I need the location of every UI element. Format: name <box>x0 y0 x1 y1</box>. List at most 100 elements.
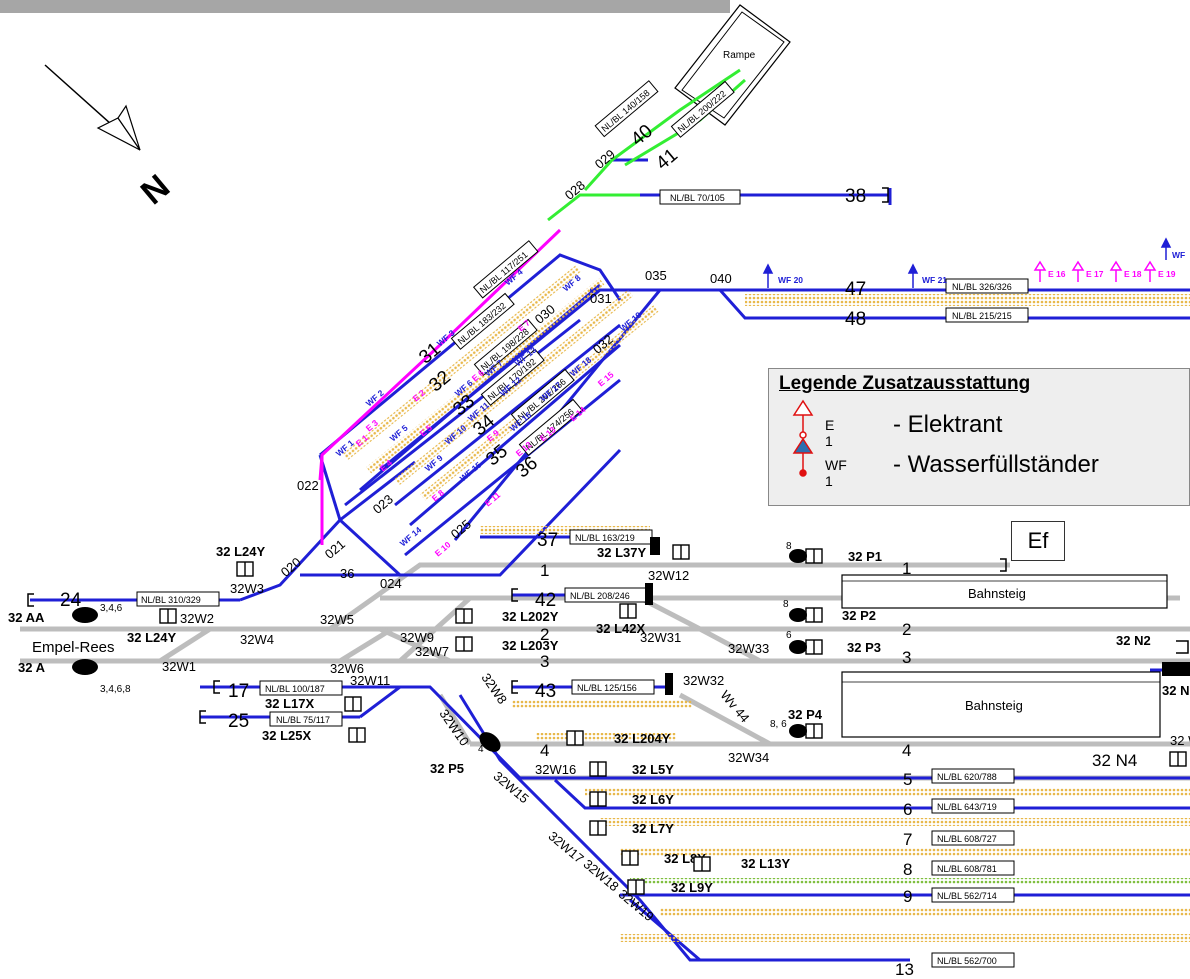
e-marker-icons <box>1033 260 1157 282</box>
signal-label: 32 AA <box>8 610 45 625</box>
signal-head-icon <box>455 636 473 652</box>
signal-head-icon <box>805 548 823 564</box>
signal-label: 32 L13Y <box>741 856 790 871</box>
signal-label: 8 <box>783 599 789 610</box>
north-arrow-icon <box>44 64 141 151</box>
hatch-areas <box>342 265 1190 942</box>
track-number: 5 <box>903 770 912 789</box>
signal-label: 32 L24Y <box>216 544 265 559</box>
equipment-label: E 11 <box>483 490 503 509</box>
capacity-label: NL/BL 125/156 <box>577 683 637 693</box>
equipment-label: WF 20 <box>778 275 803 285</box>
signal-label: 32 N <box>1162 683 1189 698</box>
signal-head-icon <box>693 856 711 872</box>
switch-label: 32W3 <box>230 581 264 596</box>
track-number: 2 <box>902 620 911 639</box>
track-number: 38 <box>845 186 866 207</box>
signal-label: 32 L202Y <box>502 609 559 624</box>
switch-label: 024 <box>380 576 402 591</box>
track-number: 8 <box>903 860 912 879</box>
switch-label: 028 <box>562 177 588 202</box>
switch-label: 021 <box>322 536 348 561</box>
signal-head-icon <box>627 879 645 895</box>
track-number: 47 <box>845 279 866 300</box>
track-number: 2 <box>540 625 549 644</box>
wasserfuellstaender-icon <box>792 437 814 477</box>
signal-head-icon <box>344 696 362 712</box>
capacity-label: NL/BL 100/187 <box>265 684 325 694</box>
signal-label: 32 L5Y <box>632 762 674 777</box>
switch-label: 32W34 <box>728 750 769 765</box>
switch-label: 32W9 <box>400 630 434 645</box>
shunt-signal-icon <box>72 659 98 675</box>
signal-block-icon <box>645 583 653 605</box>
signal-label: 32 P3 <box>847 640 881 655</box>
capacity-label: NL/BL 608/781 <box>937 864 997 874</box>
signal-head-icon <box>589 761 607 777</box>
switch-label: 32W4 <box>240 632 274 647</box>
equipment-label: E 18 <box>1124 269 1142 279</box>
signal-head-icon <box>619 603 637 619</box>
equipment-label: E 10 <box>433 539 453 558</box>
signal-labels: 32 L24Y 32 L37Y 32 P1 32 P2 32 P3 32 P4 … <box>8 541 1190 895</box>
capacity-label: NL/BL 215/215 <box>952 311 1012 321</box>
signal-label: 32 L37Y <box>597 545 646 560</box>
equipment-label: E 16 <box>1048 269 1066 279</box>
signal-head-icon <box>566 730 584 746</box>
switch-label: 36 <box>340 566 354 581</box>
signal-label: 4 <box>478 744 484 755</box>
signal-block-icon <box>650 537 660 555</box>
signal-head-icon <box>805 607 823 623</box>
buffer-stops <box>27 187 1189 724</box>
track-number: 1 <box>902 559 911 578</box>
signal-label: 32 P5 <box>430 761 464 776</box>
signal-label: 32 L204Y <box>614 731 671 746</box>
capacity-label: NL/BL 70/105 <box>670 193 725 203</box>
header-bar <box>0 0 730 13</box>
track-number: 4 <box>902 741 911 760</box>
capacity-label: NL/BL 643/719 <box>937 802 997 812</box>
signal-label: 32 P4 <box>788 707 823 722</box>
legend-text: - Elektrant <box>893 411 1003 438</box>
switch-label: 32W17 <box>546 828 587 866</box>
switch-label: 040 <box>710 271 732 286</box>
switch-label: 32W8 <box>478 670 510 706</box>
signal-label: 3,4,6 <box>100 603 123 614</box>
shunt-signal-icon <box>789 640 807 654</box>
track-number: 37 <box>537 530 558 551</box>
track-number: 43 <box>535 681 556 702</box>
signal-label: 32 A <box>18 660 46 675</box>
signal-label: 32 N4 <box>1092 751 1137 770</box>
switch-label: 029 <box>592 146 618 171</box>
switch-label: 32W16 <box>535 762 576 777</box>
bahnsteig-upper-label: Bahnsteig <box>968 586 1026 601</box>
switch-label: 031 <box>590 291 612 306</box>
legend-text: - Wasserfüllständer <box>893 451 1099 478</box>
ef-box: Ef <box>1011 521 1065 561</box>
rampe-label: Rampe <box>723 50 756 61</box>
rampe-building <box>674 4 791 126</box>
track-number: 42 <box>535 590 556 611</box>
signal-label: 32 N2 <box>1116 633 1151 648</box>
switch-label: 32W12 <box>648 568 689 583</box>
bahnsteig-lower-label: Bahnsteig <box>965 698 1023 713</box>
signal-label: 32 L25X <box>262 728 311 743</box>
signal-label: 8 <box>786 541 792 552</box>
signal-head-icon <box>1169 751 1187 767</box>
legend-code: E 1 <box>825 417 835 449</box>
shunt-signal-icon <box>789 608 807 622</box>
north-label: N <box>134 167 177 212</box>
green-track-2 <box>583 68 741 192</box>
legend-box: Legende Zusatzausstattung E 1 - Elektran… <box>768 368 1190 506</box>
signal-label: 32 L9Y <box>671 880 713 895</box>
capacity-label: NL/BL 620/788 <box>937 772 997 782</box>
track-number: 25 <box>228 711 249 732</box>
switch-label: 32W7 <box>415 644 449 659</box>
capacity-label: NL/BL 310/329 <box>141 595 201 605</box>
platform-lower <box>841 671 1161 738</box>
legend-code: WF 1 <box>825 457 847 489</box>
switch-label: 32W31 <box>640 630 681 645</box>
signal-label: 32 L17X <box>265 696 314 711</box>
switch-label: 32W2 <box>180 611 214 626</box>
